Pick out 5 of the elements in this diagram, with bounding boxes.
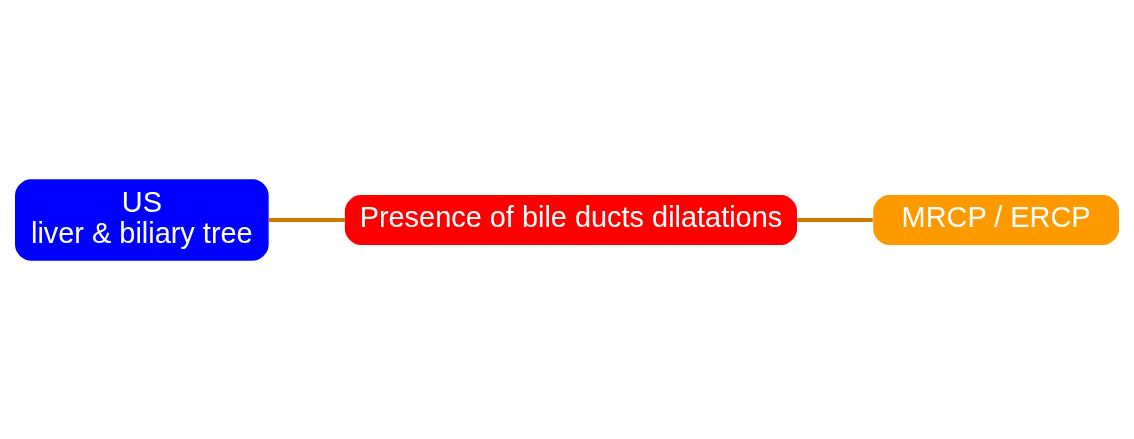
connector	[268, 217, 345, 222]
node-box: Presence of bile ducts dilatations	[344, 194, 797, 245]
node-box: US liver & biliary tree	[15, 178, 269, 261]
node-box: MRCP / ERCP	[873, 194, 1119, 245]
connector	[797, 217, 873, 222]
